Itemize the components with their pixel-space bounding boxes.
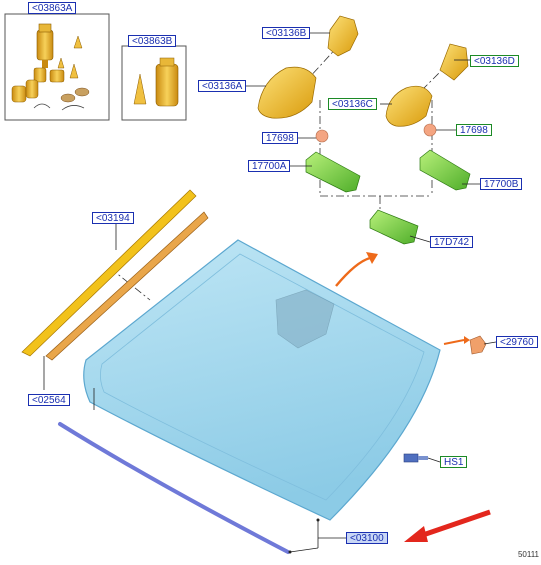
arrow-orange-right xyxy=(443,339,465,345)
mirror-cover-b xyxy=(327,15,359,57)
part-label-windshield[interactable]: <03100 xyxy=(346,532,388,544)
kit-a-box xyxy=(4,13,110,121)
part-label-mirror-cover-a[interactable]: <03136A xyxy=(198,80,247,92)
part-label-kit-b[interactable]: <03863B xyxy=(128,35,177,47)
part-label-mirror-cover-d[interactable]: <03136D xyxy=(470,55,519,67)
pad-right xyxy=(423,123,437,137)
part-label-clip[interactable]: <29760 xyxy=(496,336,538,348)
windshield-inner-edge xyxy=(100,253,425,501)
leader-dot xyxy=(316,518,320,522)
part-label-moulding-lower[interactable]: <02564 xyxy=(28,394,70,406)
part-label-mirror-left[interactable]: 17700A xyxy=(248,160,291,172)
mirror-left xyxy=(305,151,361,193)
mirror-cover-d xyxy=(439,43,469,81)
part-label-mirror-assembly[interactable]: 17D742 xyxy=(430,236,474,248)
part-label-mirror-right[interactable]: 17700B xyxy=(480,178,523,190)
bolt-part xyxy=(403,453,428,463)
clip-part xyxy=(469,335,487,355)
part-label-kit-a[interactable]: <03863A xyxy=(28,2,77,14)
mirror-cover-a xyxy=(257,66,317,119)
kit-a-parts xyxy=(11,23,90,111)
windshield-glass xyxy=(83,239,441,521)
mirror-right xyxy=(419,149,471,191)
pad-left xyxy=(315,129,329,143)
mirror-assembly xyxy=(369,209,419,245)
leader-dot xyxy=(288,550,292,554)
part-label-moulding-upper[interactable]: <03194 xyxy=(92,212,134,224)
part-label-pad-right[interactable]: 17698 xyxy=(456,124,492,136)
lower-seal-strip xyxy=(58,422,290,554)
moulding-upper xyxy=(21,189,197,357)
arrow-orange-top-head xyxy=(366,252,378,264)
moulding-lower xyxy=(45,211,209,361)
arrow-red xyxy=(419,509,491,539)
mirror-cover-c xyxy=(385,85,433,127)
leader-lines xyxy=(43,32,497,553)
part-label-pad-left[interactable]: 17698 xyxy=(262,132,298,144)
diagram-reference-number: 50111 xyxy=(517,550,539,559)
arrow-orange-right-head xyxy=(464,336,470,344)
arrow-red-head xyxy=(404,526,428,542)
kit-b-parts xyxy=(133,57,179,107)
mirror-mount-area xyxy=(275,289,335,349)
part-label-bolt[interactable]: HS1 xyxy=(440,456,468,468)
arrow-orange-top xyxy=(335,256,371,287)
part-label-mirror-cover-c[interactable]: <03136C xyxy=(328,98,377,110)
part-label-mirror-cover-b[interactable]: <03136B xyxy=(262,27,311,39)
